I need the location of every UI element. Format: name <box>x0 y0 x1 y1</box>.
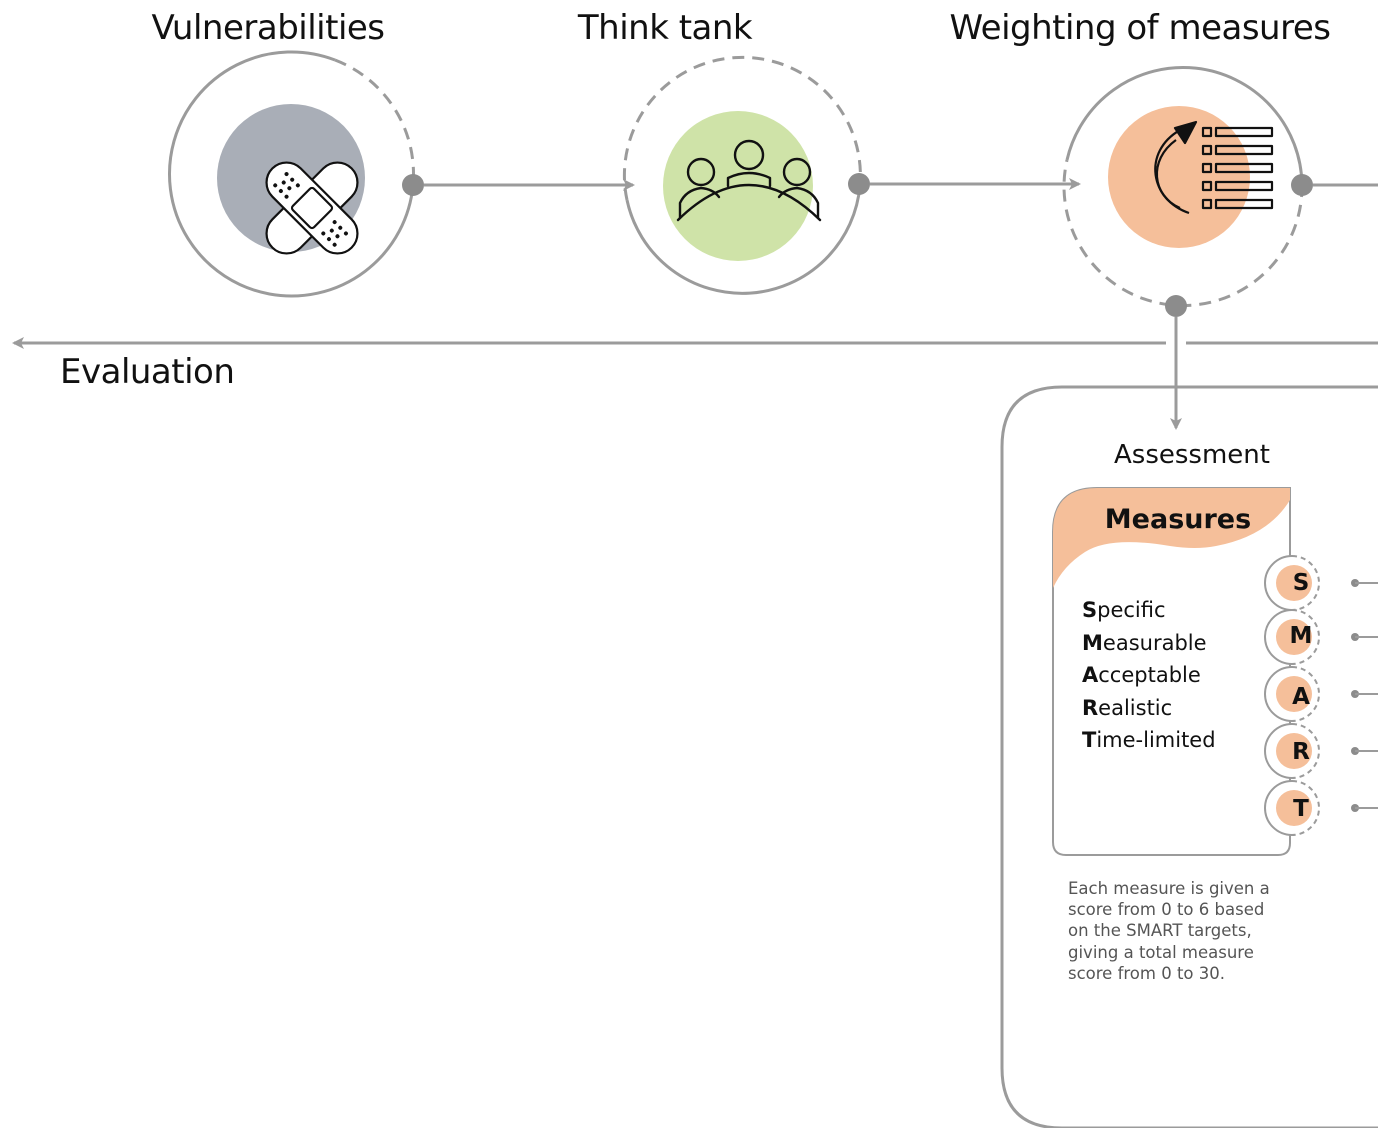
stage-title-weighting-of-measures: Weighting of measures <box>949 8 1331 48</box>
smart-letter-r: R <box>1292 739 1310 765</box>
criterion-initial: R <box>1082 695 1099 720</box>
smart-bubble-a <box>1264 666 1378 722</box>
stage-title-vulnerabilities: Vulnerabilities <box>151 8 385 48</box>
meeting-group-icon <box>676 139 822 222</box>
smart-letter-a: A <box>1292 684 1310 710</box>
smart-bubble-fill <box>1276 619 1312 655</box>
smart-bubble-ring-dashed <box>1291 609 1320 665</box>
criterion-acceptable: Acceptable <box>1082 659 1216 692</box>
evaluation-label: Evaluation <box>60 352 235 392</box>
measures-title: Measures <box>1104 504 1252 535</box>
criterion-time-limited: Time-limited <box>1082 724 1216 757</box>
criterion-rest: ime-limited <box>1096 728 1216 753</box>
smart-bubble-fill <box>1276 676 1312 712</box>
criterion-initial: T <box>1082 728 1097 753</box>
smart-bubble-ring-solid <box>1264 609 1293 665</box>
smart-bubble-r <box>1264 723 1378 779</box>
criterion-specific: Specific <box>1082 594 1216 627</box>
smart-bubble-ring-solid <box>1264 666 1293 722</box>
smart-criteria-list: Specific Measurable Acceptable Realistic… <box>1082 594 1216 757</box>
criterion-measurable: Measurable <box>1082 627 1216 660</box>
stage-ring-solid <box>625 184 862 295</box>
connector-dot-down <box>1165 295 1187 317</box>
smart-bubble-ring-solid <box>1264 723 1293 779</box>
smart-letter-m: M <box>1289 623 1313 649</box>
bandage-icon <box>265 161 359 255</box>
criterion-rest: cceptable <box>1098 663 1201 688</box>
smart-bubble-fill <box>1276 790 1312 826</box>
stage-vulnerabilities <box>167 50 424 298</box>
connector-dot <box>848 173 870 195</box>
smart-bubble-ring-dashed <box>1291 723 1320 779</box>
smart-bubbles <box>1264 555 1378 836</box>
smart-bubble-ring-solid <box>1264 780 1293 836</box>
criterion-realistic: Realistic <box>1082 692 1216 725</box>
ranking-list-icon <box>1154 120 1274 215</box>
assessment-panel <box>1000 385 1378 1128</box>
stage-think-tank <box>622 55 870 295</box>
smart-letter-s: S <box>1292 570 1310 596</box>
connector-dot <box>1291 174 1313 196</box>
criterion-rest: ealistic <box>1098 695 1173 720</box>
smart-bubble-fill <box>1276 733 1312 769</box>
assessment-note: Each measure is given a score from 0 to … <box>1068 879 1270 983</box>
smart-bubble-fill <box>1276 565 1312 601</box>
criterion-initial: S <box>1082 598 1098 622</box>
smart-bubble-ring-solid <box>1264 555 1293 611</box>
connector-dot <box>402 174 424 196</box>
stage-ring-dashed <box>334 58 415 186</box>
smart-bubble-ring-dashed <box>1291 666 1320 722</box>
smart-letter-t: T <box>1293 796 1309 822</box>
smart-bubble-t <box>1264 780 1378 836</box>
measures-card-header-fill <box>1053 488 1290 588</box>
smart-bubble-s <box>1264 555 1378 611</box>
smart-bubble-m <box>1264 609 1378 665</box>
stage-ring-dashed <box>622 55 862 201</box>
stage-fill-circle <box>1108 106 1250 248</box>
smart-bubble-ring-dashed <box>1291 780 1320 836</box>
stage-ring-solid <box>1065 66 1304 186</box>
stage-weighting-of-measures <box>1062 66 1313 317</box>
criterion-initial: A <box>1082 663 1099 688</box>
assessment-title: Assessment <box>1114 440 1270 470</box>
criterion-initial: M <box>1082 630 1103 655</box>
smart-bubble-ring-dashed <box>1291 555 1320 611</box>
stage-ring-solid <box>167 50 415 298</box>
criterion-rest: pecific <box>1097 598 1166 622</box>
stage-title-think-tank: Think tank <box>577 8 753 48</box>
criterion-rest: easurable <box>1102 630 1207 655</box>
